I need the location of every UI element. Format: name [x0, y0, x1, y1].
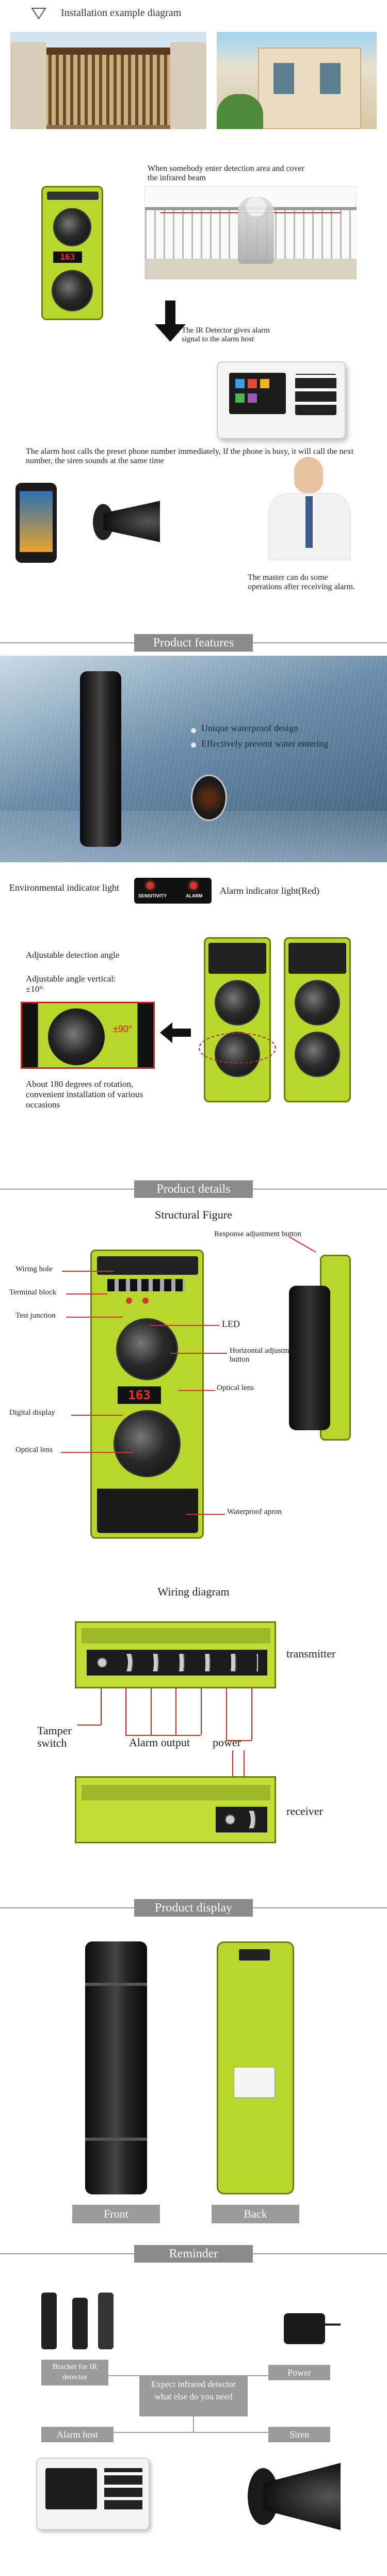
- reminder-alarm-host: [36, 2458, 150, 2530]
- gate-photo: [10, 32, 206, 129]
- wiring-hole-label: Wiring hole: [15, 1265, 53, 1273]
- indicator-strip: SENSITIVITY ALARM: [134, 878, 212, 904]
- structural-detector: 163: [90, 1250, 204, 1539]
- digital-display-label: Digital display: [9, 1409, 55, 1417]
- sensitivity-label: SENSITIVITY: [138, 893, 167, 898]
- alarm-host-label: Alarm host: [41, 2427, 114, 2442]
- villa-photo: [217, 32, 377, 129]
- bracket-illustration: [26, 2287, 129, 2354]
- optical-lens-1-label: Optical lens: [217, 1384, 254, 1392]
- details-title: Product details: [134, 1180, 253, 1198]
- alarm-host-panel: [217, 361, 346, 439]
- arrow-left-icon: [160, 1022, 191, 1043]
- install-display: 163: [53, 251, 82, 263]
- back-detector: [217, 1941, 294, 2194]
- alarm-label: ALARM: [186, 893, 203, 898]
- power-label: power: [213, 1736, 241, 1749]
- waterproof-apron-label: Waterproof apron: [227, 1508, 282, 1516]
- triangle-icon: [31, 8, 46, 20]
- siren-label: Siren: [268, 2427, 330, 2442]
- front-detector: [85, 1941, 147, 2194]
- caption-alarm: The IR Detector gives alarm signal to th…: [182, 326, 270, 343]
- env-indicator-label: Environmental indicator light: [9, 882, 119, 893]
- front-label: Front: [72, 2205, 160, 2223]
- receiver-board: [75, 1776, 276, 1843]
- optical-lens-2-label: Optical lens: [15, 1446, 53, 1454]
- features-title: Product features: [134, 634, 253, 652]
- caption-master: The master can do some operations after …: [248, 573, 355, 591]
- structural-title: Structural Figure: [155, 1208, 232, 1221]
- feature-detector-right: [284, 937, 351, 1102]
- master-man: [258, 457, 356, 560]
- power-reminder-label: Power: [268, 2365, 330, 2380]
- horizontal-btn-label: Horizontal adjustment button: [230, 1347, 299, 1364]
- test-junction-label: Test junction: [15, 1311, 56, 1320]
- wiring-title: Wiring diagram: [157, 1585, 230, 1598]
- reminder-center: Expect infrared detector what else do yo…: [139, 2375, 248, 2416]
- adj-angle-label: Adjustable detection angle: [26, 950, 120, 960]
- power-adapter-illustration: [268, 2293, 346, 2349]
- rotation-label: About 180 degrees of rotation, convenien…: [26, 1079, 143, 1110]
- response-btn-label: Response adjustment button: [214, 1230, 302, 1238]
- siren-illustration: [93, 496, 170, 552]
- led-label: LED: [222, 1319, 240, 1329]
- angle-zoom: ±90°: [21, 1002, 155, 1069]
- reminder-siren: [243, 2453, 346, 2535]
- bracket-label: Bracket for IR detector: [41, 2360, 108, 2385]
- alarm-output-label: Alarm output: [129, 1736, 190, 1749]
- install-heading: Installation example diagram: [61, 7, 182, 19]
- back-label: Back: [212, 2205, 299, 2223]
- transmitter-board: [75, 1621, 276, 1688]
- waterproof-line2: Effectively prevent water entering: [201, 738, 329, 749]
- waterproof-line1: Unique waterproof design: [201, 723, 298, 733]
- receiver-label: receiver: [286, 1805, 323, 1818]
- reminder-title: Reminder: [134, 2245, 253, 2263]
- phone-illustration: [15, 483, 57, 563]
- adj-vertical-label: Adjustable angle vertical:±10°: [26, 974, 116, 994]
- angle-mark: ±90°: [113, 1024, 133, 1034]
- features-bar: Product features: [0, 630, 387, 656]
- display-title: Product display: [134, 1899, 253, 1917]
- waterproof-zoom: [191, 775, 227, 821]
- rain-photo: [0, 656, 387, 862]
- transmitter-label: transmitter: [286, 1647, 336, 1660]
- arrow-down-icon: [155, 301, 186, 342]
- tamper-label: Tamper switch: [37, 1724, 72, 1749]
- rotation-ellipse: [199, 1033, 276, 1064]
- feature-detector-left: [204, 937, 271, 1102]
- caption-enter: When somebody enter detection area and c…: [148, 164, 304, 182]
- caption-call: The alarm host calls the preset phone nu…: [26, 447, 354, 465]
- reminder-bar: Reminder: [0, 2241, 387, 2267]
- terminal-block-label: Terminal block: [9, 1288, 57, 1297]
- structural-display: 163: [118, 1386, 161, 1404]
- structural-side-view: [289, 1255, 361, 1441]
- install-detector: 163: [41, 186, 103, 320]
- display-bar: Product display: [0, 1895, 387, 1921]
- details-bar: Product details: [0, 1176, 387, 1202]
- alarm-indicator-label: Alarm indicator light(Red): [220, 886, 319, 896]
- install-header: Installation example diagram: [0, 0, 387, 26]
- fence-scene: [144, 186, 357, 279]
